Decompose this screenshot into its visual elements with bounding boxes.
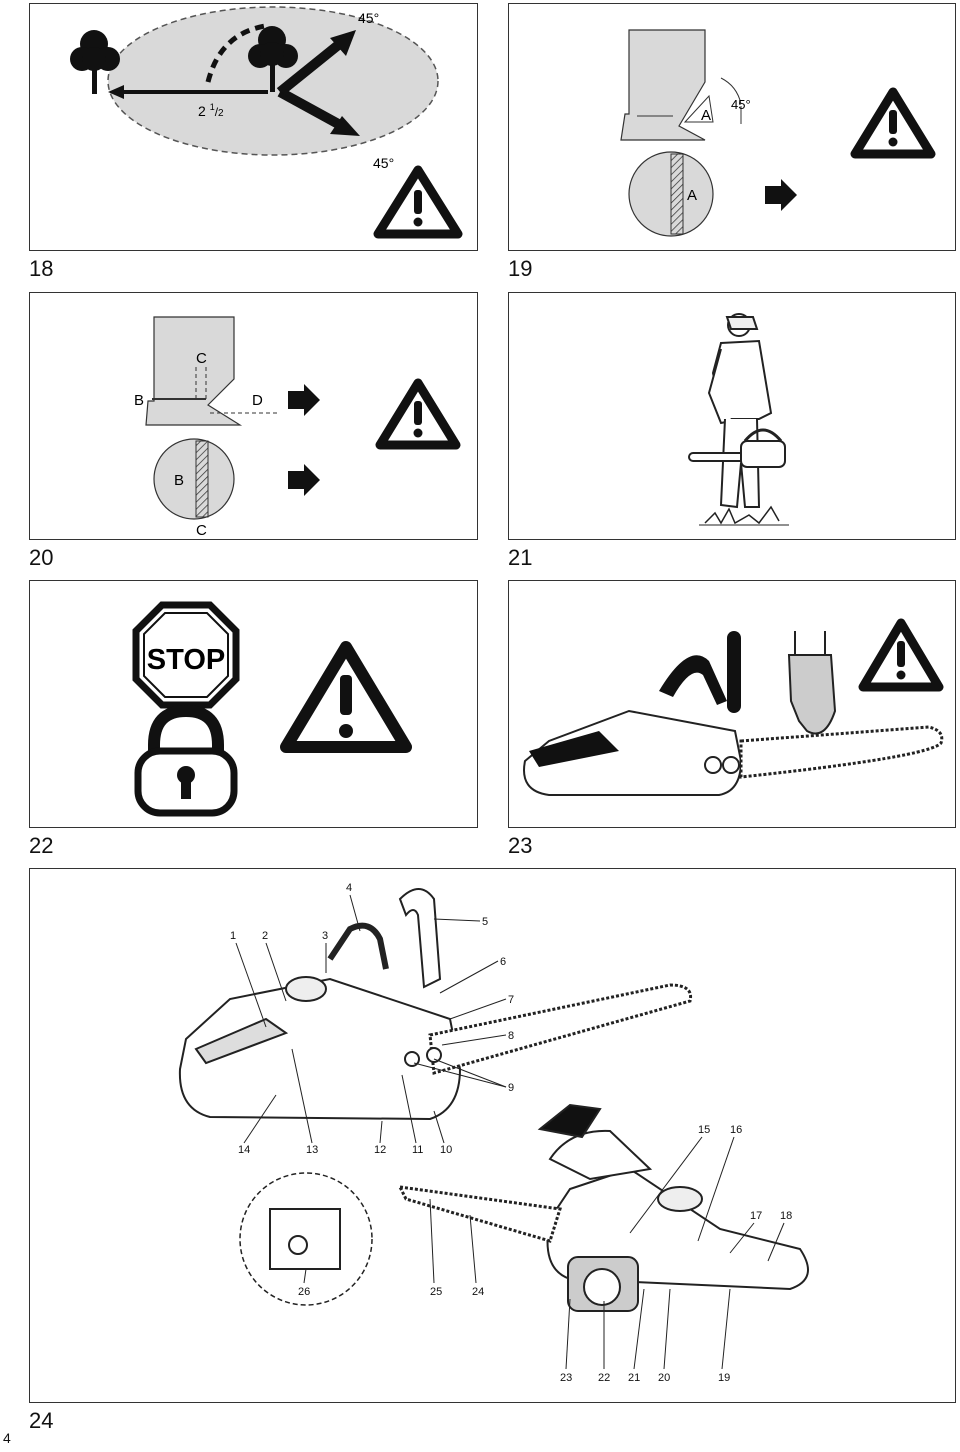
- svg-text:11: 11: [412, 1144, 423, 1156]
- operator-carrying-saw-illustration: [688, 313, 789, 526]
- felling-distance-diagram: 2 1/2 45° 45°: [70, 6, 463, 239]
- arrow-up-right-icon: [330, 30, 356, 56]
- angle-label: 45°: [731, 97, 751, 112]
- warning-icon: [858, 618, 944, 692]
- distance-label: 2 1/2: [198, 102, 224, 119]
- svg-text:7: 7: [508, 994, 514, 1006]
- arrow-right-icon: [765, 179, 797, 211]
- svg-text:15: 15: [698, 1124, 710, 1136]
- svg-text:1: 1: [230, 930, 236, 942]
- chainsaw-side-view: [178, 888, 693, 1121]
- label-c: C: [196, 350, 207, 367]
- warning-icon: [373, 165, 463, 239]
- svg-text:4: 4: [346, 882, 352, 894]
- arrow-right-icon: [288, 384, 320, 416]
- svg-text:19: 19: [718, 1372, 730, 1384]
- svg-text:10: 10: [440, 1144, 452, 1156]
- figure-18-panel: 2 1/2 45° 45°: [29, 3, 478, 251]
- angle-bottom-label: 45°: [373, 155, 394, 171]
- label-b2: B: [174, 472, 184, 489]
- figure-20-panel: C B D B C: [29, 292, 478, 540]
- svg-text:16: 16: [730, 1124, 742, 1136]
- figure-22-panel: STOP: [29, 580, 478, 828]
- warning-icon: [280, 641, 412, 753]
- svg-text:20: 20: [658, 1372, 670, 1384]
- label-a2: A: [687, 187, 697, 204]
- svg-text:17: 17: [750, 1210, 762, 1222]
- tree-left-icon: [70, 30, 120, 94]
- chainsaw-icon: [523, 631, 944, 796]
- leader-lines: [235, 894, 785, 1370]
- svg-text:12: 12: [374, 1144, 386, 1156]
- chainsaw-parts-diagram: 1 2 3 4 5 6 7 8 9 10 11 12 13 14 15 16 1…: [178, 882, 809, 1384]
- figure-21-panel: [508, 292, 956, 540]
- svg-text:26: 26: [298, 1286, 310, 1298]
- warning-icon: [375, 378, 461, 450]
- figure-24-panel: 1 2 3 4 5 6 7 8 9 10 11 12 13 14 15 16 1…: [29, 868, 956, 1403]
- label-d: D: [252, 392, 263, 409]
- figure-21-number: 21: [508, 545, 533, 570]
- svg-text:2: 2: [262, 930, 268, 942]
- label-a: A: [701, 107, 711, 124]
- page-number: 4: [3, 1430, 11, 1446]
- tree-right-icon: [248, 26, 298, 92]
- figure-23-panel: [508, 580, 956, 828]
- svg-text:14: 14: [238, 1144, 250, 1156]
- svg-text:6: 6: [500, 956, 506, 968]
- operator-figure: [707, 313, 773, 509]
- figure-19-panel: A 45° A: [508, 3, 956, 251]
- svg-text:21: 21: [628, 1372, 640, 1384]
- svg-text:STOP: STOP: [147, 644, 225, 676]
- detail-inset: [239, 1172, 373, 1306]
- figure-22-number: 22: [29, 833, 54, 858]
- figure-18-number: 18: [29, 256, 54, 281]
- svg-text:18: 18: [780, 1210, 792, 1222]
- svg-text:24: 24: [472, 1286, 484, 1298]
- svg-text:9: 9: [508, 1082, 514, 1094]
- svg-text:8: 8: [508, 1030, 514, 1042]
- chainsaw-rear-view: [397, 1103, 809, 1312]
- arrow-left-icon: [108, 85, 124, 99]
- figure-23-number: 23: [508, 833, 533, 858]
- svg-text:23: 23: [560, 1372, 572, 1384]
- notch-cut-diagram: A 45° A: [620, 29, 936, 237]
- warning-icon: [850, 87, 936, 159]
- felling-cut-diagram: C B D B C: [134, 316, 461, 539]
- callouts: 1 2 3 4 5 6 7 8 9 10 11 12 13 14 15 16 1…: [230, 882, 792, 1384]
- figure-24-number: 24: [29, 1408, 54, 1433]
- svg-text:3: 3: [322, 930, 328, 942]
- angle-top-label: 45°: [358, 10, 379, 26]
- label-b: B: [134, 392, 144, 409]
- grass: [704, 505, 780, 525]
- chainsaw-icon: [688, 428, 786, 468]
- svg-text:22: 22: [598, 1372, 610, 1384]
- chain-check-illustration: [523, 618, 944, 796]
- svg-text:25: 25: [430, 1286, 442, 1298]
- arrow-right-icon: [288, 464, 320, 496]
- stop-sign-icon: STOP: [132, 601, 240, 709]
- stop-and-lock-illustration: STOP: [132, 601, 412, 817]
- gloved-hand-icon: [787, 631, 837, 735]
- padlock-icon: [134, 704, 238, 817]
- figure-20-number: 20: [29, 545, 54, 570]
- figure-19-number: 19: [508, 256, 533, 281]
- fall-arc: [205, 23, 266, 83]
- svg-text:5: 5: [482, 916, 488, 928]
- svg-text:13: 13: [306, 1144, 318, 1156]
- arrow-down-right-icon: [330, 116, 360, 136]
- label-c2: C: [196, 522, 207, 539]
